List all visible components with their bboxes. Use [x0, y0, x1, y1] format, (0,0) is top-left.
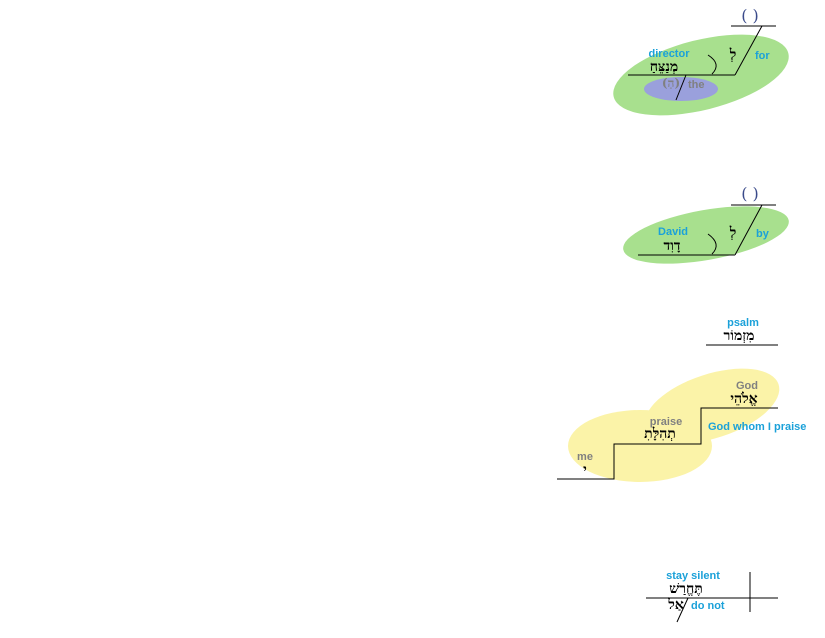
paren-placeholder: ( ) — [741, 6, 759, 25]
yellow-highlight — [644, 368, 780, 444]
negation-gloss: do not — [691, 600, 725, 612]
article-slant — [675, 74, 687, 101]
connector-arc — [707, 233, 717, 255]
preposition-hebrew: לְ — [729, 47, 737, 63]
psalm-hebrew: מִזְמוֹר — [724, 328, 755, 344]
praise-hebrew: תְהִלָּתִ — [644, 426, 676, 442]
me-gloss: me — [577, 451, 593, 463]
verb-gloss: stay silent — [666, 570, 720, 582]
preposition-gloss: by — [756, 228, 770, 240]
preposition-gloss: for — [755, 50, 770, 62]
object-gloss: director — [649, 48, 691, 60]
negation-hebrew: אַל — [667, 597, 684, 613]
blue-highlight — [644, 77, 718, 101]
me-hebrew: י — [583, 462, 587, 478]
preposition-slant — [734, 204, 763, 256]
block-by-david: ( ) לְ by David דָוִד — [623, 184, 789, 264]
negation-slant — [676, 597, 689, 623]
god-gloss: God — [736, 380, 758, 392]
block-psalm: psalm מִזְמוֹר — [706, 317, 778, 346]
object-hebrew: דָוִד — [663, 238, 680, 254]
god-hebrew: אֱלֹהֵי — [730, 391, 757, 407]
preposition-hebrew: לְ — [729, 225, 737, 241]
stair-baseline — [557, 407, 778, 480]
relative-note: God whom I praise — [708, 421, 806, 433]
block-god-whom-i-praise: God אֱלֹהֵי God whom I praise praise תְה… — [557, 368, 806, 482]
block-do-not-stay-silent: stay silent תֶּחֱרַשׁ אַל do not — [646, 570, 778, 623]
praise-gloss: praise — [650, 416, 682, 428]
paren-placeholder: ( ) — [741, 184, 759, 203]
green-highlight — [623, 206, 789, 264]
article-gloss: the — [688, 79, 705, 91]
block-for-director: ( ) לְ for director מְנַצֵּחַ (הַ) the — [613, 6, 789, 116]
object-gloss: David — [658, 226, 688, 238]
verb-hebrew: תֶּחֱרַשׁ — [669, 581, 703, 597]
object-hebrew: מְנַצֵּחַ — [650, 59, 678, 75]
preposition-slant — [734, 25, 763, 76]
article-hebrew: (הַ) — [662, 76, 680, 90]
psalm-gloss: psalm — [727, 317, 759, 329]
connector-arc — [707, 54, 717, 75]
